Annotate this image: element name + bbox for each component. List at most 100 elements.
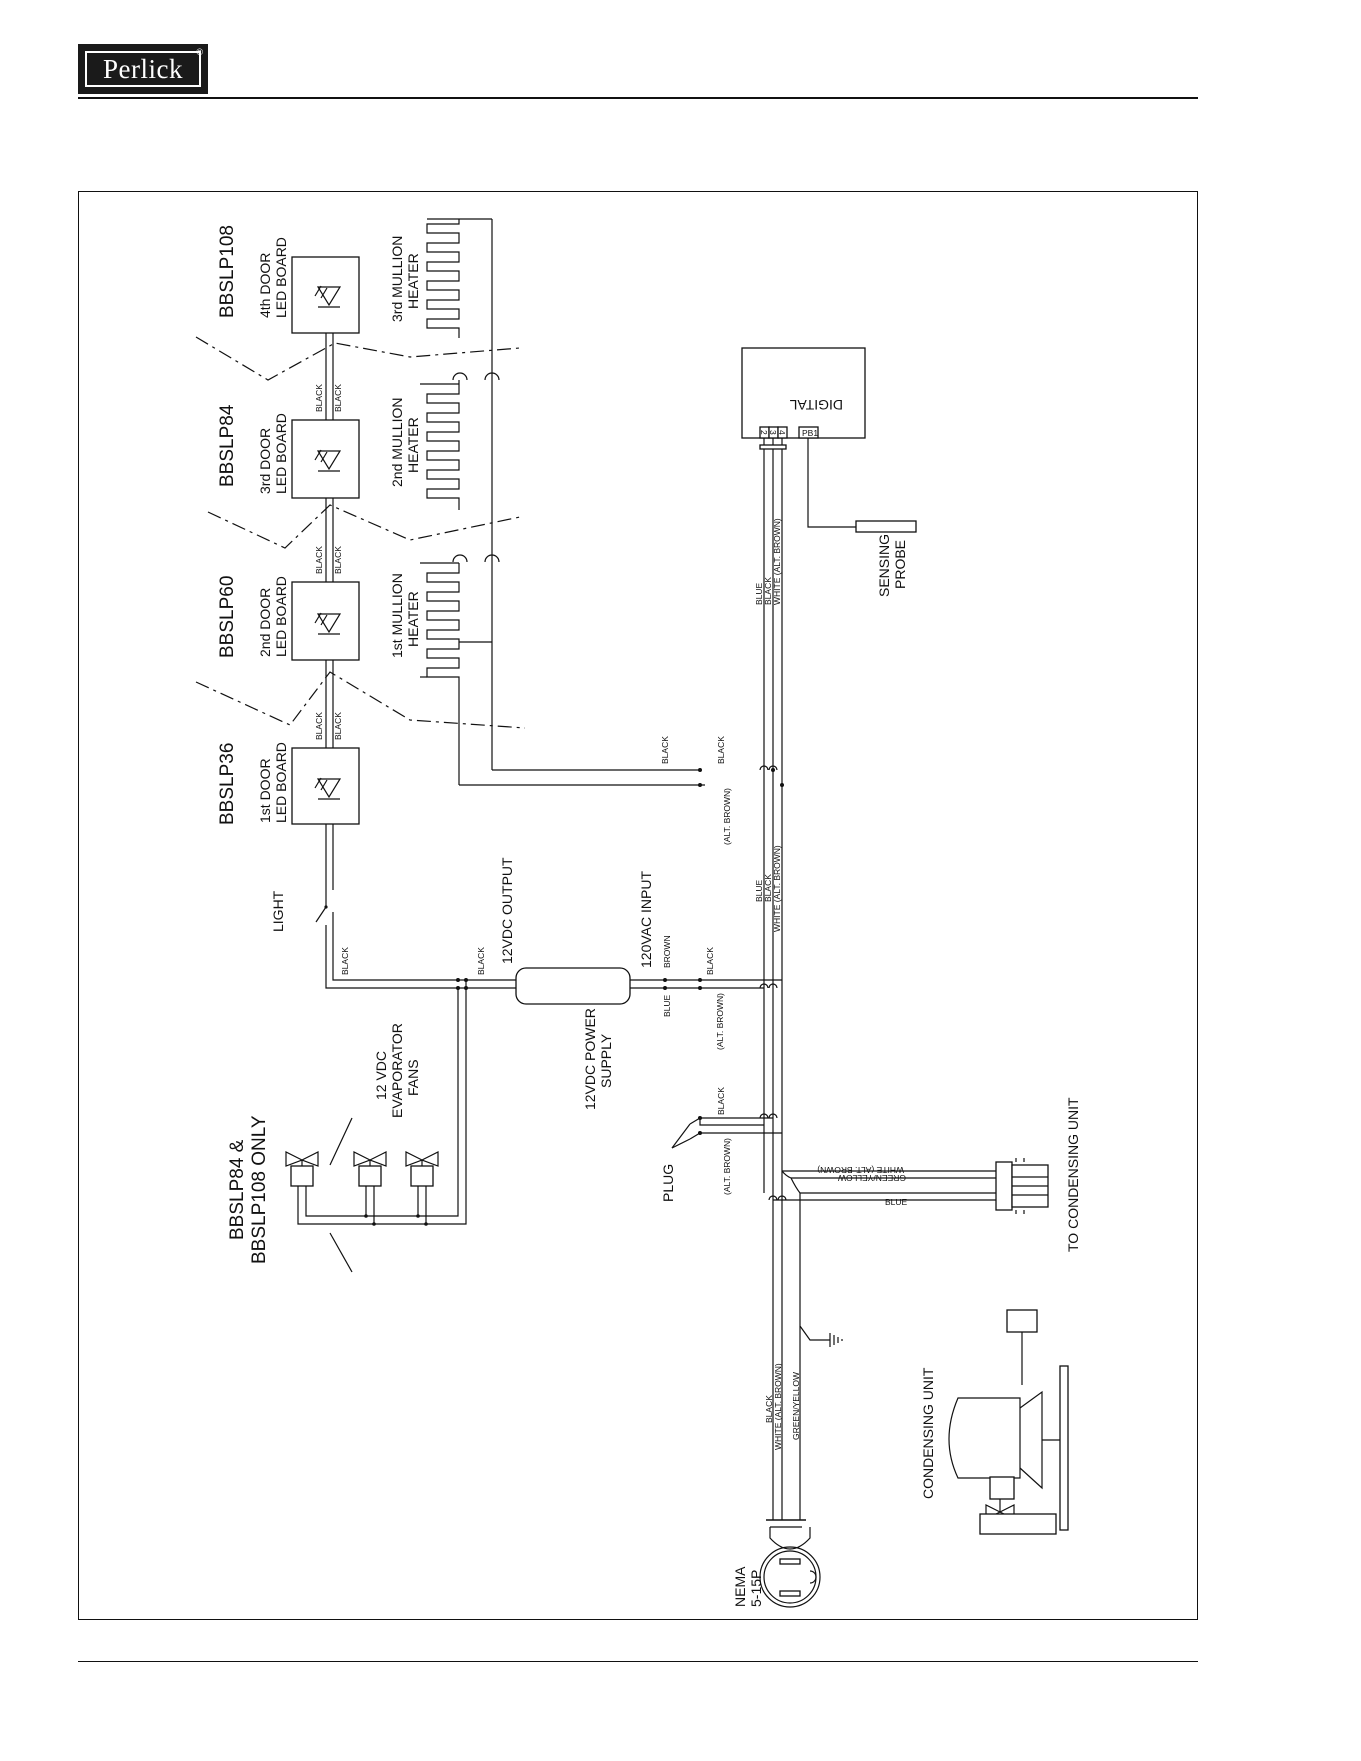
pin-3: 3: [768, 430, 778, 435]
main-power-bus: BLUE BLACK WHITE (ALT. BROWN) BLUE BLACK…: [754, 449, 784, 1193]
wire-label-black: BLACK: [476, 947, 486, 975]
logo-border: Perlick: [85, 51, 201, 87]
condensing-connector: WHITE (ALT. BROWN) GREEN/YELLOW BLUE TO …: [773, 1097, 1081, 1252]
heater-3-line1: 3rd MULLION: [389, 236, 405, 322]
wire-label-black: BLACK: [764, 1395, 774, 1423]
light-label: LIGHT: [270, 890, 286, 932]
model-separators: [195, 336, 526, 729]
led-board-3: 3rd DOOR LED BOARD BBSLP84: [217, 404, 360, 499]
fan-icon: [405, 1151, 439, 1194]
probe-line2: PROBE: [892, 540, 908, 589]
led-board-3-line2: LED BOARD: [273, 413, 289, 494]
logo-text: Perlick: [103, 53, 183, 84]
led-board-4-line2: LED BOARD: [273, 237, 289, 318]
plug-label: PLUG: [660, 1164, 676, 1202]
led-board-2-line2: LED BOARD: [273, 576, 289, 657]
header-rule: [78, 97, 1198, 99]
nema-line1: NEMA: [732, 1566, 748, 1607]
wire-label-white-alt-brown: WHITE (ALT. BROWN): [817, 1165, 904, 1175]
wire-label-black: BLACK: [763, 577, 773, 605]
digital-controller: DIGITAL 2 3 4 PB1: [741, 347, 866, 450]
to-condensing-label: TO CONDENSING UNIT: [1065, 1097, 1081, 1252]
wire-label-blue: BLUE: [754, 879, 764, 902]
fans-note-line1: BBSLP84 &: [227, 1139, 248, 1240]
diagram-frame: [78, 191, 1198, 1620]
fans-line2: EVAPORATOR: [389, 1023, 405, 1118]
wire-label-white-alt-brown: WHITE (ALT. BROWN): [773, 1363, 783, 1450]
led-board-1-line2: LED BOARD: [273, 742, 289, 823]
heater-2-line1: 2nd MULLION: [389, 398, 405, 487]
heater-1: 1st MULLION HEATER: [389, 562, 460, 689]
wire-label-black: BLACK: [314, 384, 324, 412]
led-board-1-line1: 1st DOOR: [257, 758, 273, 823]
heater-bus: BLACK BLACK (ALT. BROWN): [452, 219, 732, 845]
power-cord: BLACK WHITE (ALT. BROWN) GREEN/YELLOW: [764, 1193, 843, 1528]
heater-3: 3rd MULLION HEATER: [389, 218, 492, 338]
model-bbslp84: BBSLP84: [217, 404, 238, 487]
pin-4: 4: [777, 430, 787, 435]
wire-label-blue: BLUE: [662, 994, 672, 1017]
wire-label-black: BLACK: [716, 736, 726, 764]
led-board-1: 1st DOOR LED BOARD BBSLP36: [217, 742, 360, 825]
pin-2: 2: [759, 430, 769, 435]
fan-icon: [285, 1151, 319, 1194]
wire-label-black: BLACK: [314, 712, 324, 740]
model-bbslp36: BBSLP36: [217, 743, 238, 825]
plug: PLUG BLACK (ALT. BROWN): [660, 1087, 782, 1202]
led-board-4-line1: 4th DOOR: [257, 253, 273, 318]
wire-label-black: BLACK: [333, 712, 343, 740]
svg-text:1st DOOR: 1st DOOR: [257, 758, 273, 823]
psu-label-line1: 12VDC POWER: [582, 1008, 598, 1110]
wire-label-black: BLACK: [705, 947, 715, 975]
controller-label: DIGITAL: [789, 397, 843, 413]
wire-label-black: BLACK: [763, 874, 773, 902]
fans-note-line2: BBSLP108 ONLY: [249, 1115, 270, 1264]
model-bbslp60: BBSLP60: [217, 576, 238, 658]
heater-3-line2: HEATER: [405, 253, 421, 309]
psu-input-label: 120VAC INPUT: [638, 871, 654, 968]
led-board-2-line1: 2nd DOOR: [257, 588, 273, 657]
condensing-unit-label: CONDENSING UNIT: [920, 1367, 936, 1499]
condensing-unit: CONDENSING UNIT: [920, 1309, 1069, 1535]
perlick-logo: Perlick ®: [78, 44, 208, 94]
fans-line3: FANS: [405, 1059, 421, 1096]
wire-label-black: BLACK: [716, 1087, 726, 1115]
led-board-2: 2nd DOOR LED BOARD BBSLP60: [217, 576, 360, 661]
fan-icon: [353, 1151, 387, 1194]
nema-plug: NEMA 5-15P: [732, 1527, 821, 1608]
sensing-probe: SENSING PROBE: [807, 446, 917, 597]
wire-label-black: BLACK: [333, 546, 343, 574]
wire-label-blue: BLUE: [885, 1197, 908, 1207]
led-board-4: 4th DOOR LED BOARD BBSLP108: [217, 225, 360, 334]
psu-output-label: 12VDC OUTPUT: [499, 857, 515, 964]
wire-label-alt-brown: (ALT. BROWN): [722, 1138, 732, 1195]
light-switch: LIGHT BLACK: [270, 890, 350, 975]
probe-line1: SENSING: [876, 534, 892, 597]
wire-label-black: BLACK: [340, 947, 350, 975]
wire-label-green-yellow: GREEN/YELLOW: [838, 1173, 906, 1183]
model-bbslp108: BBSLP108: [217, 225, 238, 318]
wire-label-black: BLACK: [660, 736, 670, 764]
led-board-3-line1: 3rd DOOR: [257, 428, 273, 494]
pin-pb1: PB1: [802, 428, 818, 438]
heater-1-line1: 1st MULLION: [389, 573, 405, 658]
wire-label-alt-brown: (ALT. BROWN): [715, 993, 725, 1050]
wire-label-green-yellow: GREEN/YELLOW: [791, 1372, 801, 1440]
fans-line1: 12 VDC: [373, 1051, 389, 1100]
psu-label-line2: SUPPLY: [598, 1033, 614, 1088]
nema-line2: 5-15P: [748, 1570, 764, 1607]
footer-rule: [78, 1661, 1198, 1662]
registered-mark: ®: [196, 47, 203, 57]
heater-2: 2nd MULLION HEATER: [389, 383, 460, 510]
heater-2-line2: HEATER: [405, 417, 421, 473]
power-supply: 12VDC POWER SUPPLY 12VDC OUTPUT 120VAC I…: [456, 857, 782, 1110]
led-chain-wires: BLACK BLACK BLACK BLACK BLACK BLACK: [314, 333, 466, 989]
wire-label-white-alt-brown: WHITE (ALT. BROWN): [772, 518, 782, 605]
wire-label-white-alt-brown: WHITE (ALT. BROWN): [772, 845, 782, 932]
wire-label-brown: BROWN: [662, 935, 672, 968]
heater-1-line2: HEATER: [405, 591, 421, 647]
svg-text:LED BOARD: LED BOARD: [273, 742, 289, 823]
wire-label-black: BLACK: [314, 546, 324, 574]
wire-label-black: BLACK: [333, 384, 343, 412]
